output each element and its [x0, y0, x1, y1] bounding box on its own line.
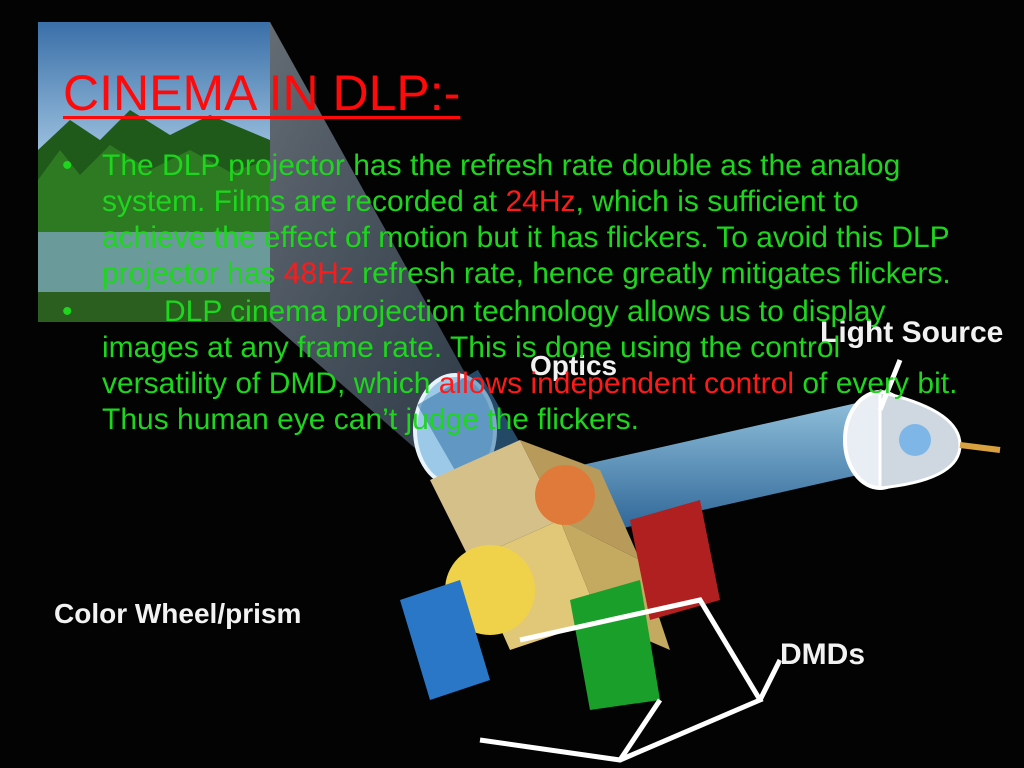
dmd-red	[630, 500, 720, 620]
bullet-text: , which is sufficient to achieve the eff…	[102, 185, 950, 290]
slide-title: CINEMA IN DLP:-	[63, 65, 461, 121]
light-source-label: Light Source	[820, 316, 1004, 349]
color-wheel-label: Color Wheel/prism	[54, 598, 302, 629]
dmds-label: DMDs	[780, 638, 866, 671]
optics-label: Optics	[530, 350, 618, 381]
highlight-48hz: 48Hz	[283, 257, 354, 290]
projection-beam	[270, 22, 480, 470]
dmd-blue	[400, 580, 490, 700]
screen-image	[38, 22, 270, 322]
bullet-text: of every bit. Thus human eye can’t judge…	[102, 367, 958, 436]
bullet-text: The DLP projector has the refresh rate d…	[102, 149, 901, 218]
bullet-list: • The DLP projector has the refresh rate…	[60, 148, 960, 438]
bullet-text: refresh rate, hence greatly mitigates fl…	[353, 257, 951, 290]
light-source-lamp	[843, 390, 1001, 490]
highlight-24hz: 24Hz	[505, 185, 576, 218]
highlight-independent-control: allows independent control	[438, 367, 794, 400]
bullet-dot: •	[62, 295, 73, 328]
bullet-dot: •	[62, 149, 73, 182]
bullet-text: DLP cinema projection technology allows …	[102, 295, 886, 400]
light-tube	[560, 400, 880, 540]
bullet-item: • DLP cinema projection technology allow…	[60, 294, 960, 438]
bullet-item: • The DLP projector has the refresh rate…	[60, 148, 960, 292]
